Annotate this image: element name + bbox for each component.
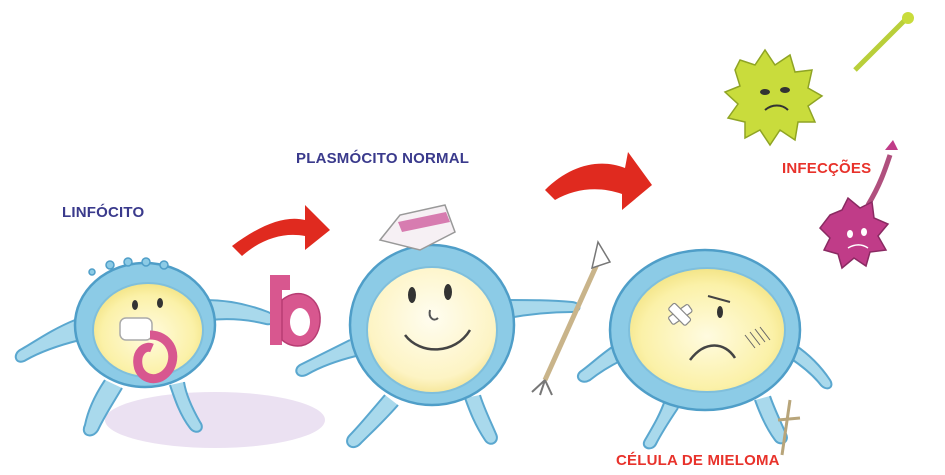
lymphocyte-eye-left	[132, 300, 138, 310]
normal-plasmocyte-label: PLASMÓCITO NORMAL	[296, 150, 469, 167]
floor-shadow	[105, 392, 325, 448]
plasmocyte-eye-left	[408, 287, 416, 303]
myeloma-left-leg	[644, 400, 678, 448]
lymphocyte-left-arm	[16, 320, 80, 362]
myeloma-eye	[717, 306, 723, 318]
transition-arrow-1	[232, 205, 330, 256]
transition-arrow-2	[545, 152, 652, 210]
infections-label: INFECÇÕES	[782, 160, 871, 177]
plasmocyte-right-arm	[505, 300, 580, 318]
myeloma-cell-label: CÉLULA DE MIELOMA	[616, 452, 780, 469]
lymphocyte-label: LINFÓCITO	[62, 204, 144, 221]
plasmocyte-eye-right	[444, 284, 452, 300]
plasmocyte-right-leg	[465, 395, 497, 444]
antibody-b-icon	[270, 275, 320, 346]
plasmocyte-left-leg	[347, 395, 398, 447]
lymphocyte-eye-right	[157, 298, 163, 308]
myeloma-cell-character	[578, 250, 832, 455]
nurse-cap-icon	[380, 205, 455, 250]
green-germ-icon	[725, 12, 914, 145]
myeloma-nucleus	[629, 268, 785, 392]
plasmocyte-character	[296, 205, 610, 447]
plasmocyte-nucleus	[367, 267, 497, 393]
